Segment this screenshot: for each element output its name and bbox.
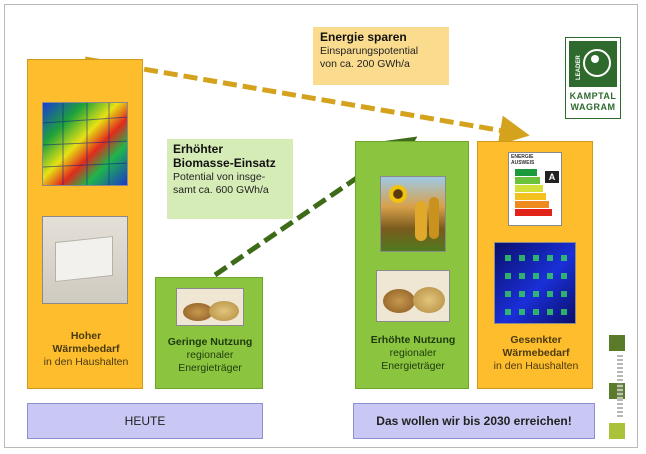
low-usage-label: Geringe Nutzung regionaler Energieträger [156,336,264,375]
sunflower-corn-image [380,176,446,252]
increased-usage-line2: regionaler [389,347,437,359]
reduced-heat-demand-label: Gesenkter Wärmebedarf in den Haushalten [478,334,594,373]
energy-saving-arrow [84,56,530,146]
wood-pellets-image [176,288,244,326]
energy-saving-line2: von ca. 200 GWh/a [320,58,410,70]
column-low-usage: Geringe Nutzung regionaler Energieträger [155,277,263,389]
insulated-building-image [494,242,576,324]
today-label: HEUTE [124,414,166,428]
low-usage-line1: Geringe Nutzung [167,336,253,348]
high-heat-line1: Hoher [70,330,102,342]
column-increased-usage: Erhöhte Nutzung regionaler Energieträger [355,141,469,389]
increased-usage-line1: Erhöhte Nutzung [370,334,456,346]
reduced-heat-line1: Gesenkter [510,334,562,346]
radiator-image [42,216,128,304]
reduced-heat-line2: Wärmebedarf [502,347,570,359]
biomass-line2: samt ca. 600 GWh/a [173,184,269,196]
increased-usage-label: Erhöhte Nutzung regionaler Energieträger [356,334,470,373]
column-reduced-heat-demand: ENERGIE AUSWEIS A Gesenkter Wärmebedarf [477,141,593,389]
wood-pellets-image-2 [376,270,450,322]
high-heat-line3: in den Haushalten [43,356,129,368]
high-heat-line2: Wärmebedarf [52,343,120,355]
energy-label-header: ENERGIE AUSWEIS [511,154,535,166]
energy-saving-callout: Energie sparen Einsparungspotential von … [313,27,449,85]
low-usage-line2: regionaler [186,349,234,361]
reduced-heat-line3: in den Haushalten [493,360,579,372]
leader-logo: LEADER KAMPTAL WAGRAM [565,37,621,119]
slide: Energie sparen Einsparungspotential von … [4,4,638,448]
high-heat-demand-label: Hoher Wärmebedarf in den Haushalten [28,330,144,369]
energy-saving-line1: Einsparungspotential [320,45,419,57]
goal-bar: Das wollen wir bis 2030 erreichen! [353,403,595,439]
column-high-heat-demand: Hoher Wärmebedarf in den Haushalten [27,59,143,389]
side-square-3 [609,423,625,439]
side-vertical-text [617,355,623,419]
logo-line1: KAMPTAL [569,91,617,101]
leader-text: LEADER [576,55,582,80]
biomass-line1: Potential von insge- [173,171,266,183]
goal-label: Das wollen wir bis 2030 erreichen! [376,414,572,428]
energy-class-badge: A [545,171,559,183]
biomass-title-2: Biomasse-Einsatz [173,156,276,170]
side-square-1 [609,335,625,351]
biomass-title-1: Erhöhter [173,142,224,156]
logo-line2: WAGRAM [570,102,616,112]
increased-usage-line3: Energieträger [381,360,445,372]
energy-label-icon: ENERGIE AUSWEIS A [508,152,562,226]
biomass-callout: Erhöhter Biomasse-Einsatz Potential von … [167,139,293,219]
thermal-facade-image [42,102,128,186]
today-bar: HEUTE [27,403,263,439]
energy-saving-title: Energie sparen [320,30,407,44]
low-usage-line3: Energieträger [178,362,242,374]
